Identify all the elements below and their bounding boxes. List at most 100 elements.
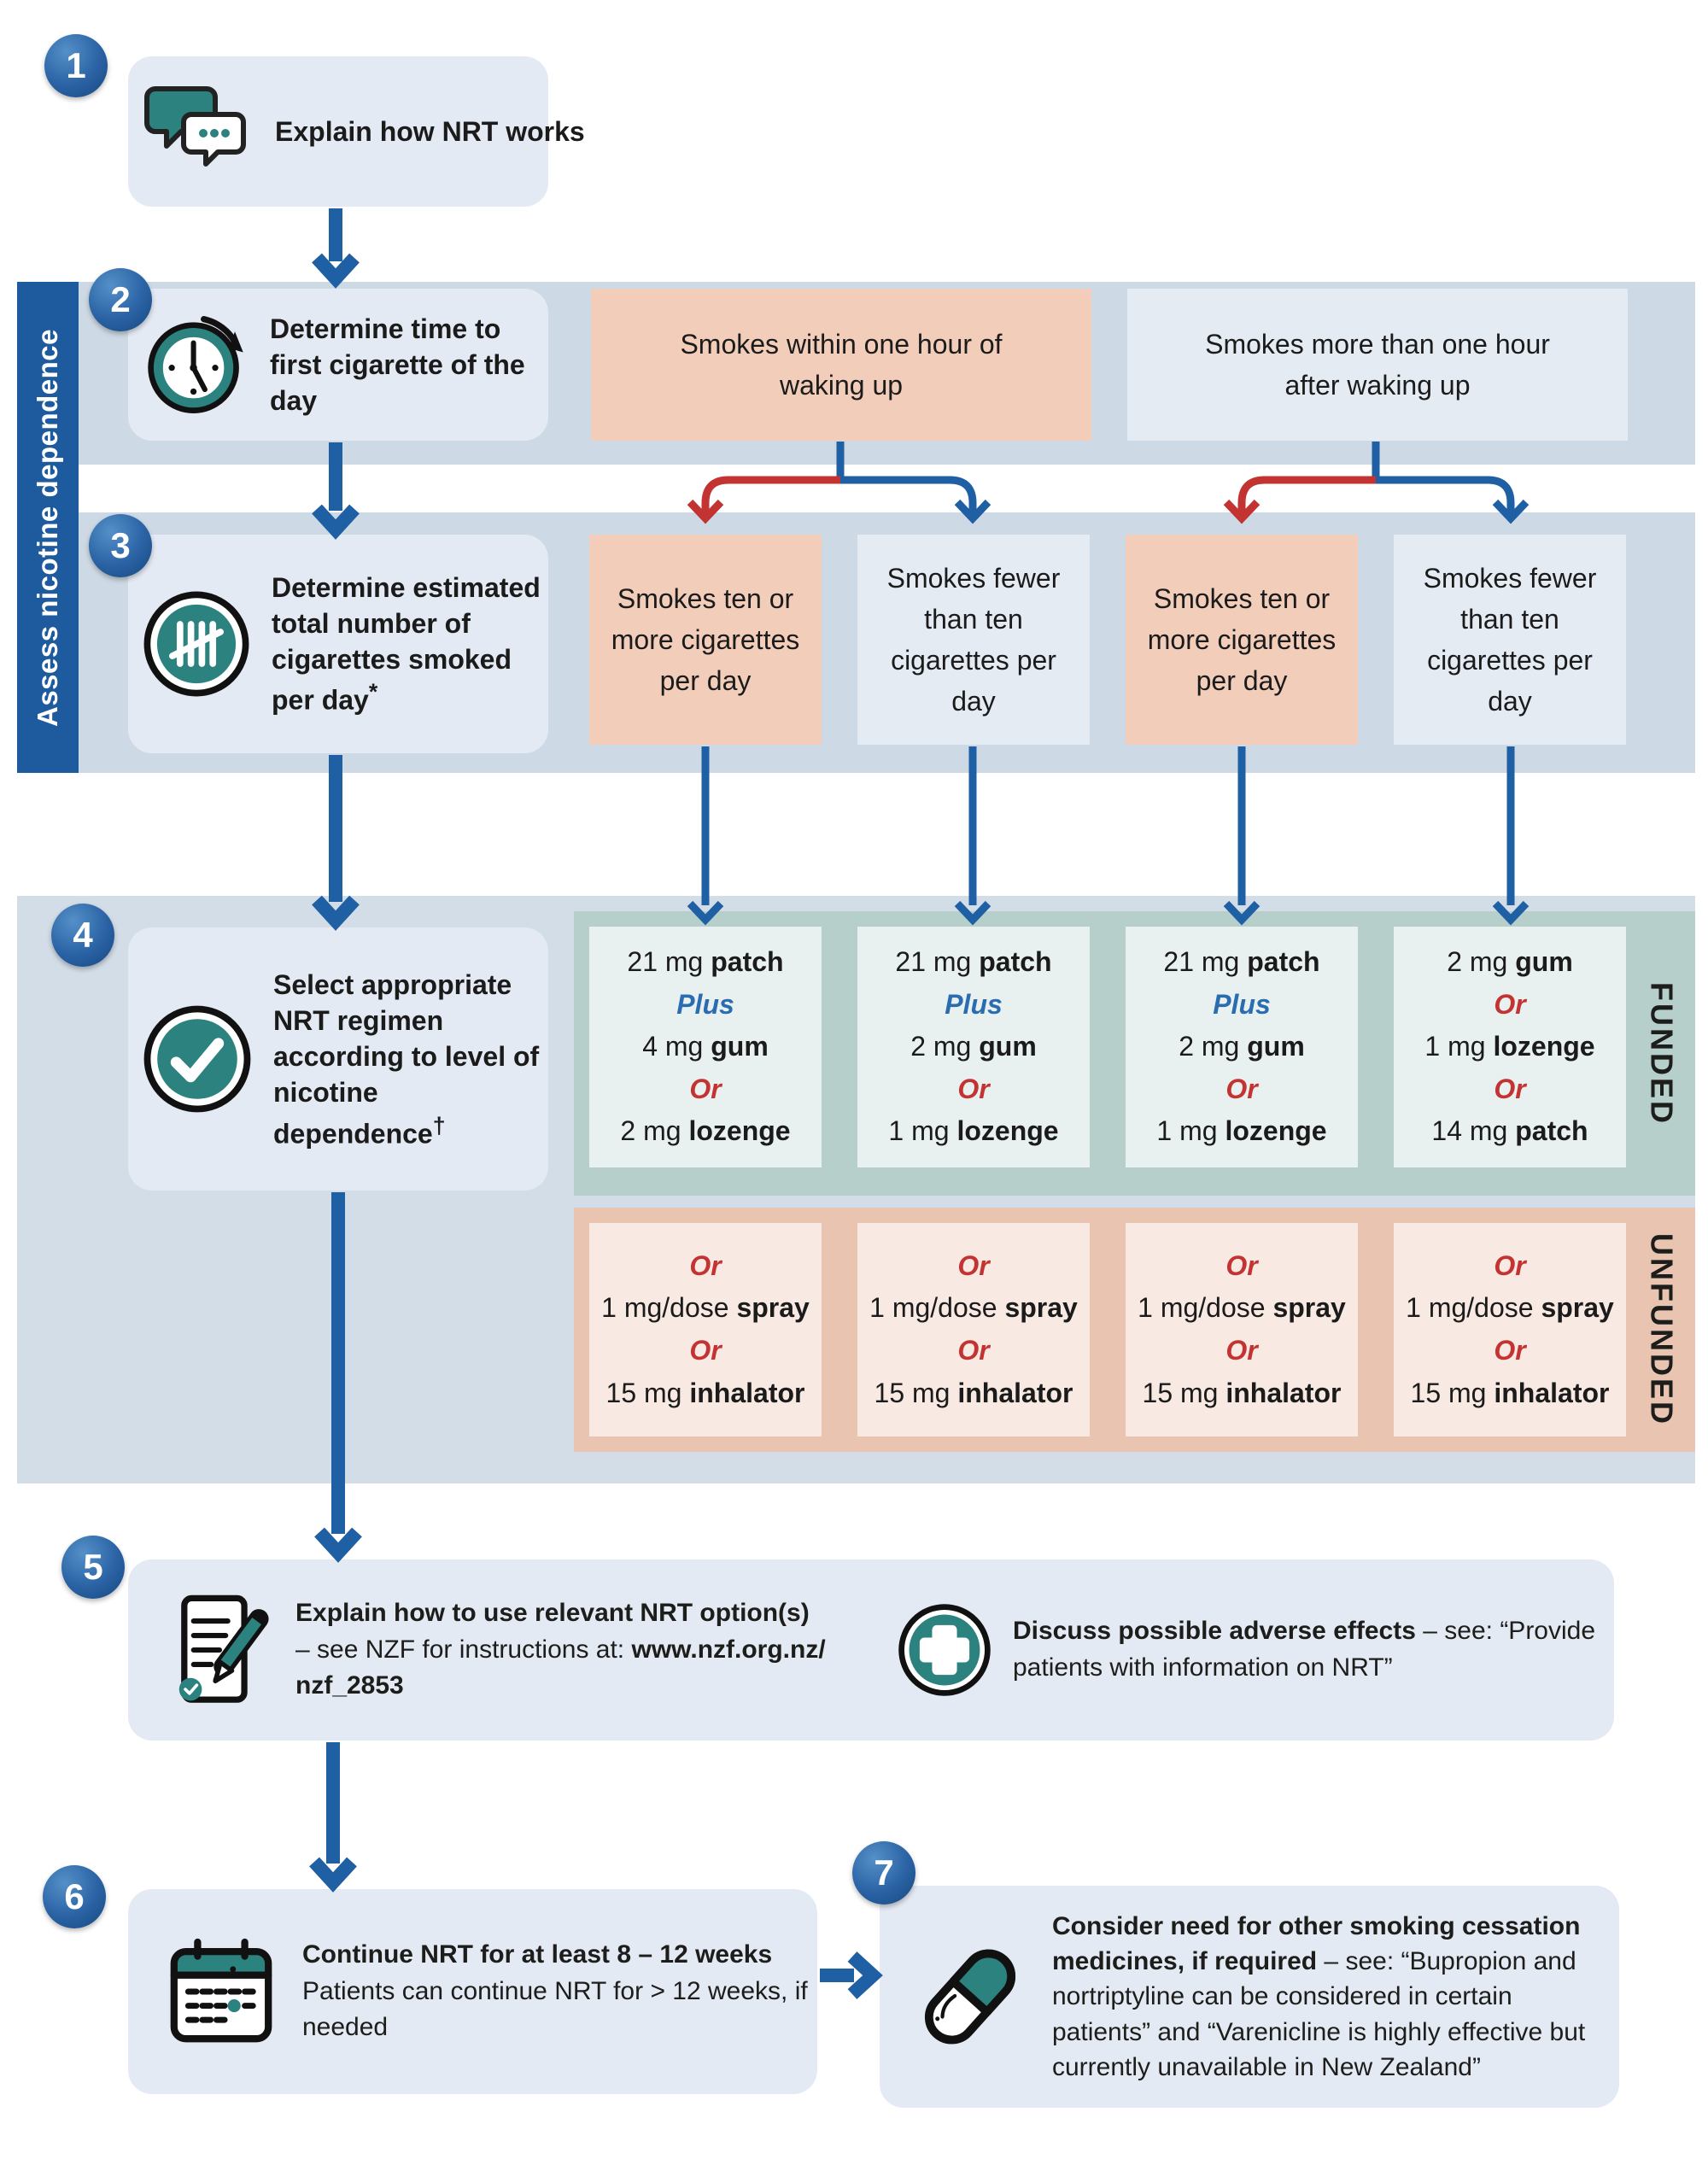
connector-word: Or	[957, 1249, 990, 1281]
step5-number-badge: 5	[61, 1536, 125, 1599]
regimen-line: 21 mg patch	[589, 941, 822, 984]
step7-text: Consider need for other smoking cessatio…	[1052, 1909, 1607, 2086]
calendar-icon	[170, 1938, 272, 2043]
regimen-line: 1 mg lozenge	[1126, 1110, 1358, 1153]
step4-title: Select appropriate NRT regimen according…	[273, 967, 541, 1152]
product-name: spray	[736, 1292, 810, 1324]
time-branch-box: Smokes within one hour of waking up	[591, 289, 1091, 441]
medical-cross-icon	[898, 1604, 991, 1696]
dose-text: 1 mg/dose	[869, 1292, 1005, 1324]
step3-footnote-marker: *	[368, 679, 378, 705]
product-name: lozenge	[956, 1115, 1059, 1147]
dose-text: 21 mg	[895, 946, 980, 978]
step3-number-badge: 3	[89, 514, 152, 577]
connector-word: Plus	[1213, 988, 1271, 1020]
product-name: gum	[979, 1031, 1037, 1062]
dose-text: 15 mg	[874, 1377, 958, 1408]
regimen-line: 15 mg inhalator	[1126, 1372, 1358, 1415]
capsule-icon	[924, 1949, 1016, 2045]
amount-branch-box: Smokes ten or more cigarettes per day	[1126, 535, 1358, 745]
product-name: lozenge	[1493, 1031, 1595, 1062]
regimen-line: Or	[1394, 1245, 1626, 1288]
connector-word: Or	[957, 1335, 990, 1366]
regimen-line: 2 mg gum	[1126, 1026, 1358, 1068]
regimen-line: Or	[589, 1330, 822, 1372]
product-name: inhalator	[957, 1377, 1073, 1408]
amount-branch-row: Smokes ten or more cigarettes per day Sm…	[589, 535, 1626, 745]
product-name: lozenge	[1225, 1115, 1327, 1147]
product-name: spray	[1004, 1292, 1078, 1324]
connector-word: Or	[957, 1073, 990, 1104]
regimen-line: Or	[1394, 1330, 1626, 1372]
regimen-line: 1 mg lozenge	[857, 1110, 1090, 1153]
time-branch-row: Smokes within one hour of waking up Smok…	[591, 289, 1628, 441]
regimen-line: 15 mg inhalator	[589, 1372, 822, 1415]
regimen-line: Or	[1126, 1245, 1358, 1288]
time-branch-text: Smokes within one hour of waking up	[680, 329, 1003, 401]
step5-adverse-group: Discuss possible adverse effects – see: …	[897, 1559, 1602, 1741]
step1-title: Explain how NRT works	[275, 115, 585, 147]
sidebar-assess-nicotine-dependence: Assess nicotine dependence	[17, 282, 79, 773]
chat-bubbles-icon	[144, 86, 246, 167]
connector-word: Plus	[945, 988, 1003, 1020]
amount-branch-text: Smokes ten or more cigarettes per day	[611, 583, 800, 696]
dose-text: 1 mg	[1156, 1115, 1225, 1147]
step7-number-badge: 7	[852, 1841, 915, 1904]
regimen-line: 21 mg patch	[1126, 941, 1358, 984]
adverse-effects-text: Discuss possible adverse effects – see: …	[1013, 1613, 1602, 1686]
connector-word: Or	[1494, 1335, 1526, 1366]
regimen-line: Or	[857, 1330, 1090, 1372]
regimen-line: 2 mg lozenge	[589, 1110, 822, 1153]
regimen-line: 14 mg patch	[1394, 1110, 1626, 1153]
dose-text: 1 mg	[888, 1115, 957, 1147]
sidebar-label: Assess nicotine dependence	[32, 328, 63, 727]
regimen-line: 15 mg inhalator	[1394, 1372, 1626, 1415]
product-name: gum	[711, 1031, 769, 1062]
adverse-quote: “Provide patients with information on NR…	[1013, 1617, 1596, 1682]
step4-title-text: Select appropriate NRT regimen according…	[273, 968, 540, 1150]
adverse-see-text: – see:	[1415, 1617, 1500, 1646]
step7-box: Consider need for other smoking cessatio…	[880, 1886, 1619, 2108]
step3-title: Determine estimated total number of ciga…	[272, 570, 541, 719]
step4-number-badge: 4	[51, 904, 114, 967]
regimen-line: Or	[589, 1245, 822, 1288]
dose-text: 1 mg	[1424, 1031, 1494, 1062]
step7-title: Consider need for other smoking cessatio…	[1052, 1911, 1581, 1975]
regimen-line: 2 mg gum	[1394, 941, 1626, 984]
nzf-url-path: nzf_2853	[295, 1671, 404, 1700]
connector-word: Or	[689, 1249, 722, 1281]
product-name: inhalator	[1225, 1377, 1342, 1408]
step5-box: Explain how to use relevant NRT option(s…	[128, 1559, 1614, 1741]
regimen-line: 4 mg gum	[589, 1026, 822, 1068]
connector-word: Or	[1494, 1073, 1526, 1104]
step5-text: Explain how to use relevant NRT option(s…	[295, 1595, 893, 1705]
regimen-line: 15 mg inhalator	[857, 1372, 1090, 1415]
regimen-line: 1 mg/dose spray	[857, 1287, 1090, 1330]
step2-box: Determine time to first cigarette of the…	[128, 289, 548, 441]
regimen-line: Or	[1126, 1330, 1358, 1372]
product-name: spray	[1541, 1292, 1614, 1324]
adverse-effects-title: Discuss possible adverse effects	[1013, 1617, 1416, 1646]
connector-word: Or	[1225, 1249, 1258, 1281]
amount-branch-text: Smokes fewer than ten cigarettes per day	[886, 563, 1061, 717]
product-name: gum	[1247, 1031, 1305, 1062]
step3-title-text: Determine estimated total number of ciga…	[272, 571, 541, 717]
time-branch-text: Smokes more than one hour after waking u…	[1205, 329, 1550, 401]
step6-title: Continue NRT for at least 8 – 12 weeks	[302, 1940, 773, 1969]
amount-branch-box: Smokes ten or more cigarettes per day	[589, 535, 822, 745]
unfunded-label: UNFUNDED	[1644, 1233, 1680, 1426]
dose-text: 15 mg	[1410, 1377, 1494, 1408]
step4-box: Select appropriate NRT regimen according…	[128, 927, 548, 1191]
product-name: patch	[1515, 1115, 1588, 1147]
regimen-line: Or	[589, 1068, 822, 1111]
regimen-line: Or	[1126, 1068, 1358, 1111]
funded-label: FUNDED	[1644, 981, 1680, 1126]
